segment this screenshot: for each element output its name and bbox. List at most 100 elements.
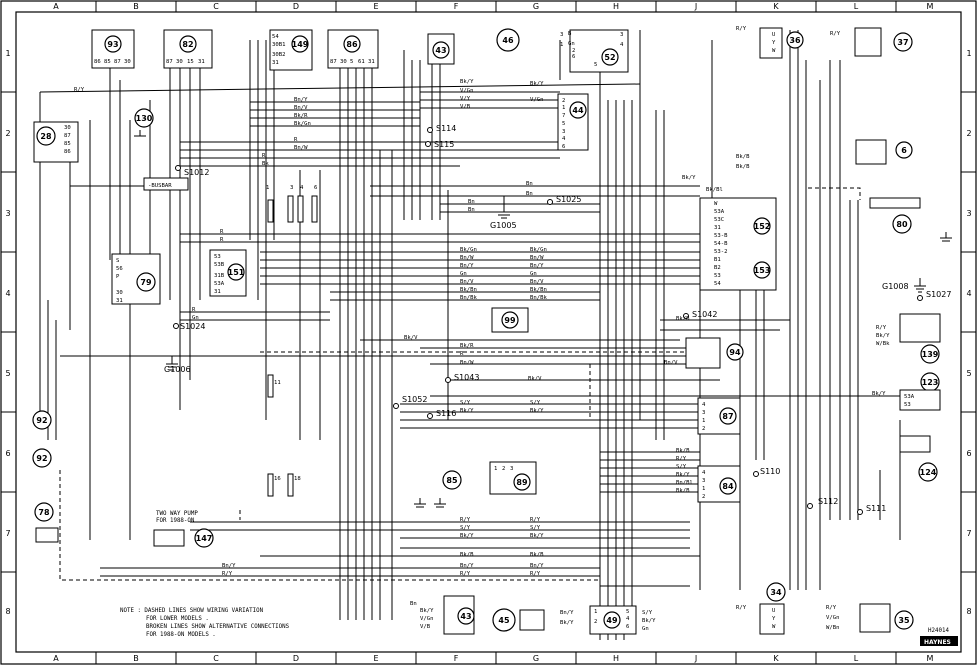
component-34: 34 U Y W [759,582,786,635]
svg-text:53A: 53A [214,281,225,287]
component-139: 139 [899,313,941,364]
svg-text:Y: Y [772,40,776,46]
component-93: 93 86 85 87 30 [91,29,135,69]
svg-text:28: 28 [40,132,52,141]
svg-text:M: M [927,654,934,663]
splice-s1012: S1012 [184,168,209,177]
svg-text:2: 2 [572,48,575,54]
svg-text:V/Y: V/Y [460,96,471,102]
svg-text:53A: 53A [904,394,915,400]
splice-s112: S112 [818,497,838,506]
svg-text:K: K [773,654,779,663]
svg-text:R/Y: R/Y [736,605,747,611]
svg-text:1: 1 [266,185,269,191]
splice-s1042: S1042 [692,310,717,319]
svg-text:FOR 1988-ON MODELS .: FOR 1988-ON MODELS . [146,632,216,638]
svg-text:S: S [116,258,119,264]
svg-text:Bk/V: Bk/V [404,335,418,341]
svg-text:Bk/B: Bk/B [460,552,474,558]
svg-text:Bk/B: Bk/B [736,164,750,170]
svg-text:S/Y: S/Y [460,400,471,406]
svg-text:53B: 53B [214,262,225,268]
svg-text:S/Y: S/Y [530,400,541,406]
component-93-badge [104,35,122,53]
row-labels-right: 1 2 3 4 5 6 7 8 [966,49,971,616]
svg-text:1: 1 [494,466,497,472]
svg-text:130: 130 [136,114,153,123]
svg-text:3: 3 [620,32,623,38]
fuse-18 [287,473,294,497]
svg-text:44: 44 [572,106,584,115]
svg-text:4: 4 [620,42,624,48]
svg-text:BROKEN LINES SHOW ALTERNATIVE: BROKEN LINES SHOW ALTERNATIVE CONNECTION… [146,624,290,630]
svg-text:Bn/V: Bn/V [530,279,544,285]
row-dividers [1,91,976,573]
svg-text:H24014: H24014 [928,628,949,634]
svg-text:86: 86 [64,149,71,155]
svg-text:Bk/Y: Bk/Y [676,472,690,478]
publisher-logo: HAYNES [924,639,951,646]
svg-text:147: 147 [196,534,213,543]
svg-text:Bk/Gn: Bk/Gn [294,121,311,127]
svg-text:4: 4 [702,402,706,408]
svg-text:3: 3 [702,478,705,484]
svg-text:61: 61 [358,59,365,65]
svg-text:18: 18 [294,476,301,482]
svg-text:53-2: 53-2 [714,249,727,255]
svg-text:W: W [772,48,776,54]
component-52: 52 3 4 2 6 5 [569,29,629,73]
col-j: J [694,2,697,11]
svg-text:53: 53 [714,273,721,279]
svg-text:5: 5 [562,121,565,127]
splice-s116: S116 [436,409,456,418]
component-37: 37 [854,27,913,57]
svg-text:Bk/Y: Bk/Y [460,79,474,85]
svg-text:Bn/V: Bn/V [294,105,308,111]
component-151: 151 53 53B 31B 53A 31 [209,249,247,297]
svg-text:93: 93 [107,40,118,49]
svg-text:Bk/Gn: Bk/Gn [460,247,477,253]
col-g: G [533,2,539,11]
svg-text:Bk/Y: Bk/Y [642,618,656,624]
svg-text:Bk/V: Bk/V [528,376,542,382]
svg-text:87: 87 [114,59,121,65]
svg-text:S/Y: S/Y [460,525,471,531]
svg-text:4: 4 [702,470,706,476]
svg-text:U: U [772,608,775,614]
svg-text:89: 89 [516,478,528,487]
svg-text:87: 87 [722,412,733,421]
fuse-16 [267,473,274,497]
svg-text:R/Y: R/Y [74,87,85,93]
component-87: 87 4 3 1 2 [697,397,741,435]
component-82: 82 87 30 15 31 [163,29,213,69]
svg-text:30: 30 [176,59,183,65]
component-44: 44 2 1 7 5 3 4 6 [557,93,589,151]
svg-text:16: 16 [274,476,281,482]
svg-text:H: H [613,654,619,663]
svg-text:U: U [772,32,775,38]
svg-text:R/Y: R/Y [530,571,541,577]
svg-text:B2: B2 [714,265,721,271]
column-labels-top: A B C D E F G H J K L M [53,2,933,11]
svg-text:B: B [568,31,572,37]
svg-text:R/Y: R/Y [460,517,471,523]
svg-text:94: 94 [729,348,741,357]
svg-text:1: 1 [562,105,565,111]
svg-text:7: 7 [5,529,10,538]
svg-text:W/Bn: W/Bn [826,625,839,631]
col-f: F [454,2,459,11]
svg-text:R/Y: R/Y [676,456,687,462]
svg-text:3: 3 [562,129,565,135]
fuse-6 [311,195,318,223]
svg-text:W/Bk: W/Bk [876,341,890,347]
svg-text:1: 1 [560,42,563,48]
svg-text:Gn: Gn [568,41,575,47]
svg-text:Gn: Gn [192,315,199,321]
svg-text:Bn/W: Bn/W [294,145,308,151]
drawing-id: H24014 HAYNES [920,628,958,646]
svg-text:34: 34 [770,588,782,597]
svg-text:4: 4 [562,136,566,142]
svg-text:Bk/Gn: Bk/Gn [530,247,547,253]
svg-text:Bn/Y: Bn/Y [294,97,308,103]
svg-text:2: 2 [502,466,505,472]
